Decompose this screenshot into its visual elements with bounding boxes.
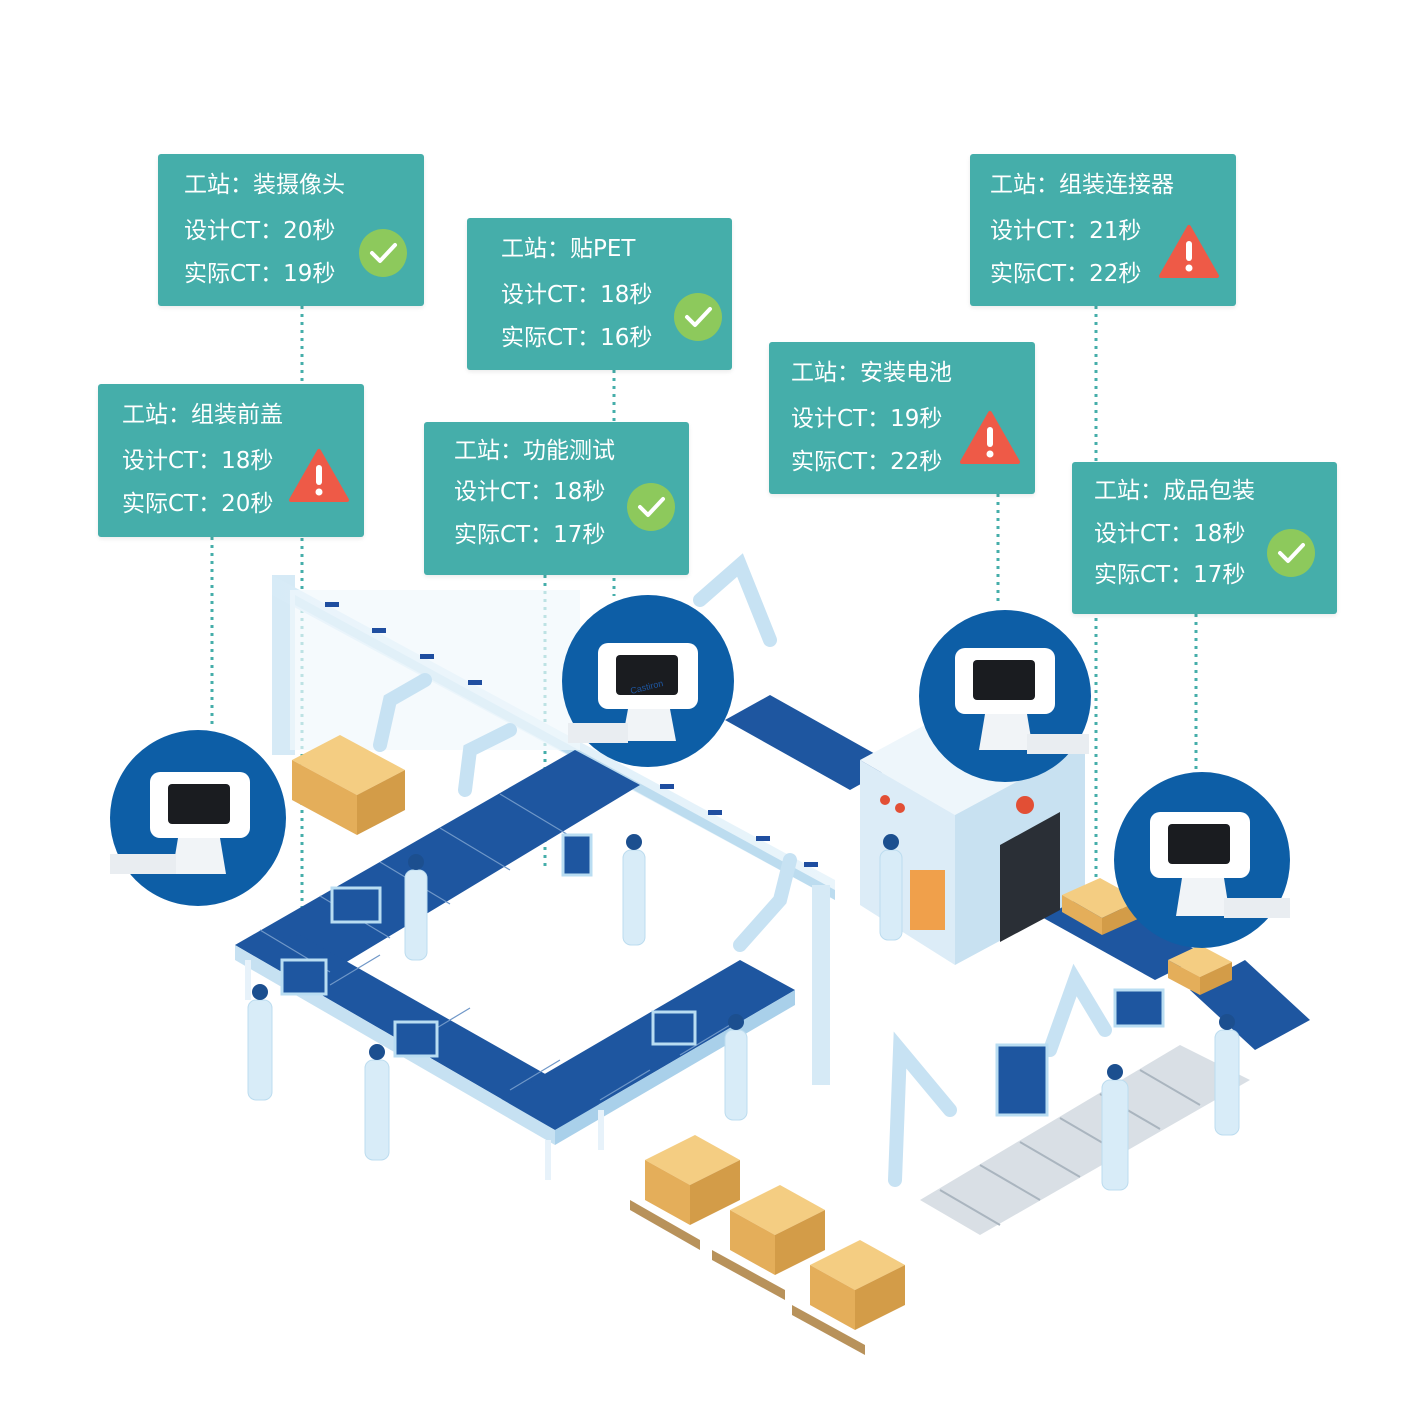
station-name: 工站：装摄像头 [184, 172, 345, 198]
warning-triangle-icon [1158, 224, 1220, 280]
design-ct: 设计CT：21秒 [990, 218, 1142, 244]
actual-ct: 实际CT：20秒 [122, 491, 274, 517]
design-ct: 设计CT：19秒 [791, 406, 943, 432]
check-circle-icon [626, 482, 676, 532]
design-ct: 设计CT：18秒 [1094, 521, 1246, 547]
station-name: 工站：成品包装 [1094, 478, 1255, 504]
actual-ct: 实际CT：22秒 [990, 261, 1142, 287]
check-circle-icon [673, 292, 723, 342]
station-card-packing: 工站：成品包装 设计CT：18秒 实际CT：17秒 [1072, 462, 1337, 614]
box-stacks [292, 735, 1232, 1355]
warning-triangle-icon [288, 448, 350, 504]
workstation-screens [280, 833, 1165, 1117]
station-name: 工站：组装连接器 [990, 172, 1174, 198]
station-card-battery: 工站：安装电池 设计CT：19秒 实际CT：22秒 [769, 342, 1035, 494]
actual-ct: 实际CT：17秒 [454, 522, 606, 548]
monitor-camera [562, 595, 734, 767]
station-card-connector: 工站：组装连接器 设计CT：21秒 实际CT：22秒 [970, 154, 1236, 306]
monitor-battery [919, 610, 1091, 782]
actual-ct: 实际CT：19秒 [184, 261, 336, 287]
design-ct: 设计CT：18秒 [122, 448, 274, 474]
warning-triangle-icon [959, 410, 1021, 466]
design-ct: 设计CT：18秒 [501, 282, 653, 308]
robot-arms [373, 553, 1112, 1187]
monitor-badges [110, 595, 1290, 948]
station-card-camera: 工站：装摄像头 设计CT：20秒 实际CT：19秒 [158, 154, 424, 306]
actual-ct: 实际CT：16秒 [501, 325, 653, 351]
station-card-pet: 工站：贴PET 设计CT：18秒 实际CT：16秒 [467, 218, 732, 370]
monitor-front-cover [110, 730, 286, 906]
station-name: 工站：组装前盖 [122, 402, 283, 428]
design-ct: 设计CT：20秒 [184, 218, 336, 244]
actual-ct: 实际CT：22秒 [791, 449, 943, 475]
actual-ct: 实际CT：17秒 [1094, 562, 1246, 588]
workers [247, 849, 1240, 1191]
station-card-function-test: 工站：功能测试 设计CT：18秒 实际CT：17秒 [424, 422, 689, 575]
check-circle-icon [1266, 528, 1316, 578]
gantry-frame [272, 575, 835, 1085]
monitor-packing [1114, 772, 1290, 948]
check-circle-icon [358, 228, 408, 278]
station-card-front-cover: 工站：组装前盖 设计CT：18秒 实际CT：20秒 [98, 384, 364, 537]
design-ct: 设计CT：18秒 [454, 479, 606, 505]
station-name: 工站：功能测试 [454, 438, 615, 464]
station-name: 工站：贴PET [501, 236, 636, 262]
station-name: 工站：安装电池 [791, 360, 952, 386]
